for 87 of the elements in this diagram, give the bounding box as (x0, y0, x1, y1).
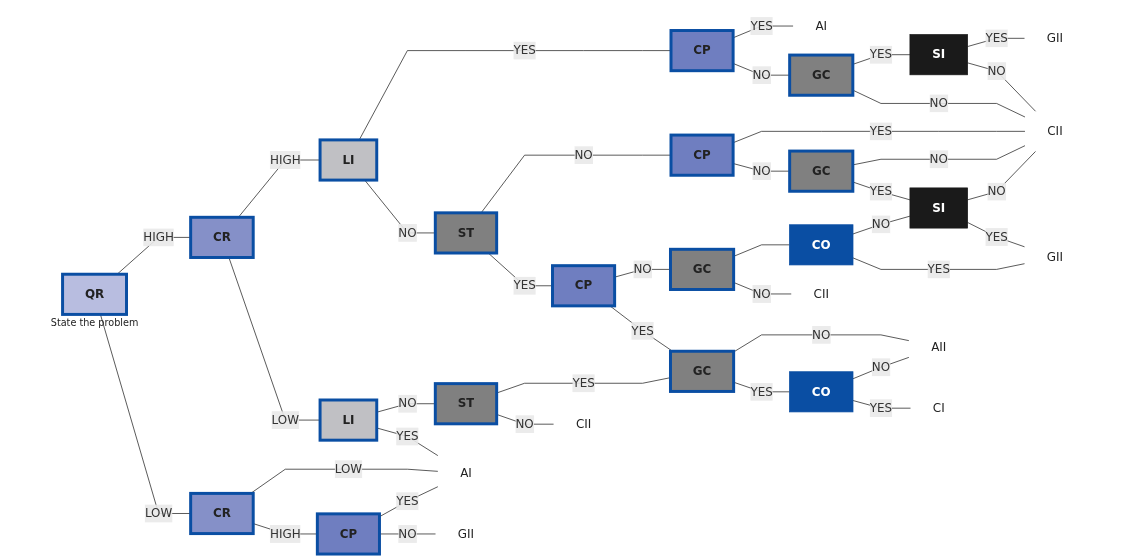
connector (733, 244, 790, 257)
edge-label: NO (987, 184, 1006, 199)
edge-label: YES (869, 400, 893, 415)
node-text: CI (932, 400, 945, 415)
connector (967, 222, 1025, 248)
edge-label: YES (927, 261, 950, 277)
edge-label: YES (631, 323, 654, 338)
connector (852, 89, 1026, 118)
edge-label: YES (985, 30, 1008, 46)
node-text: CII (575, 416, 592, 431)
edge-label: NO (574, 147, 593, 162)
connector (733, 334, 910, 353)
connector (609, 305, 673, 352)
node-box: LI (318, 398, 379, 442)
node-text: GII (1046, 30, 1064, 46)
edge-label: HIGH (269, 526, 301, 541)
node-box: CR (189, 491, 255, 536)
connector (852, 257, 1025, 270)
edge-label: YES (869, 184, 893, 199)
connector (376, 427, 439, 456)
node-box: GC (788, 53, 855, 97)
edge-label: YES (396, 429, 419, 444)
edge-label: NO (929, 151, 948, 166)
node-box: ST (433, 382, 499, 426)
edge-label: YES (513, 43, 536, 58)
node-box: CP (315, 512, 381, 556)
node-box: CP (669, 29, 735, 73)
edge-label: YES (985, 229, 1008, 244)
node-box: SI (909, 34, 968, 76)
connector (852, 357, 910, 380)
node-box: CP (669, 133, 735, 177)
edge-label: NO (752, 286, 771, 301)
edge-label: YES (396, 493, 419, 508)
connector (852, 54, 911, 65)
edge-label: NO (929, 96, 948, 111)
node-text: GII (1046, 250, 1064, 265)
edge-label: NO (398, 396, 417, 411)
edge-label: YES (869, 123, 893, 139)
node-box: QR (61, 272, 128, 316)
edge-label: YES (750, 18, 773, 33)
edge-label: LOW (144, 506, 173, 521)
node-box: CR (189, 215, 255, 259)
edge-label: YES (869, 47, 893, 62)
edge-label: NO (633, 261, 652, 277)
connector (967, 62, 1036, 112)
connector (852, 145, 1026, 166)
node-box: CP (551, 264, 617, 308)
edge-label: NO (398, 526, 417, 541)
edge-label: HIGH (143, 229, 174, 245)
edge-label: LOW (271, 412, 299, 427)
node-text: AI (815, 18, 828, 33)
edge-label: NO (987, 63, 1006, 78)
connector (496, 377, 671, 394)
connector (852, 215, 911, 235)
edge-label: NO (515, 416, 534, 431)
edge-label: HIGH (269, 152, 301, 167)
edge-label: NO (812, 327, 831, 342)
connector (733, 282, 792, 295)
node-text: CII (1047, 123, 1063, 139)
node-box: GC (669, 349, 736, 393)
node-text: AI (460, 465, 472, 480)
edge-label: NO (871, 359, 891, 374)
node-box: SI (909, 187, 968, 229)
connector (100, 314, 191, 514)
node-box: GC (788, 149, 855, 193)
edge-label: YES (750, 384, 773, 399)
node-text: CII (813, 286, 829, 301)
edge-label: LOW (334, 461, 363, 476)
edge-label: NO (752, 67, 771, 82)
node-box: CO (789, 371, 854, 413)
connector (852, 181, 911, 201)
connector (228, 257, 321, 421)
node-box: CO (789, 224, 854, 266)
edge-label: NO (752, 163, 771, 178)
node-text: AII (931, 339, 947, 354)
edge-label: YES (513, 278, 536, 293)
node-box: LI (318, 138, 379, 182)
node-box: GC (669, 247, 736, 291)
edge-label: YES (572, 375, 595, 390)
edge-label: NO (398, 225, 417, 240)
node-text: GII (457, 526, 475, 541)
node-box: ST (433, 211, 499, 255)
connector (967, 151, 1036, 201)
connector (496, 414, 554, 425)
connector (379, 486, 439, 518)
node-caption: State the problem (50, 317, 139, 329)
edge-label: NO (871, 216, 891, 232)
